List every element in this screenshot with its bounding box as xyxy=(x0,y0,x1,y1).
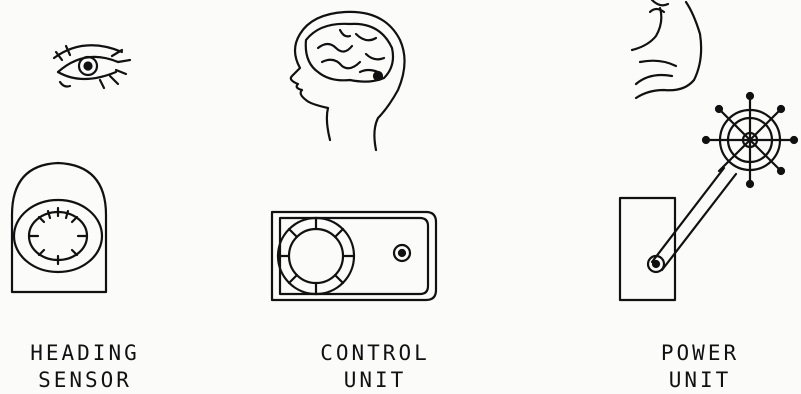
control-unit-label-line2: UNIT xyxy=(300,367,450,394)
brain-head-icon xyxy=(291,12,405,150)
heading-sensor-label: HEADING SENSOR xyxy=(10,340,160,394)
flexed-arm-icon xyxy=(632,0,701,98)
control-unit-label: CONTROL UNIT xyxy=(300,340,450,394)
eye-icon xyxy=(54,45,130,88)
heading-sensor-label-line2: SENSOR xyxy=(10,367,160,394)
power-unit-label-line2: UNIT xyxy=(625,367,775,394)
control-unit-icon xyxy=(272,212,436,300)
power-unit-label: POWER UNIT xyxy=(625,340,775,394)
heading-sensor-label-line1: HEADING xyxy=(10,340,160,367)
power-unit-label-line1: POWER xyxy=(625,340,775,367)
compass-sensor-icon xyxy=(12,163,106,292)
control-unit-label-line1: CONTROL xyxy=(300,340,450,367)
ship-wheel-lever-icon xyxy=(620,93,797,300)
